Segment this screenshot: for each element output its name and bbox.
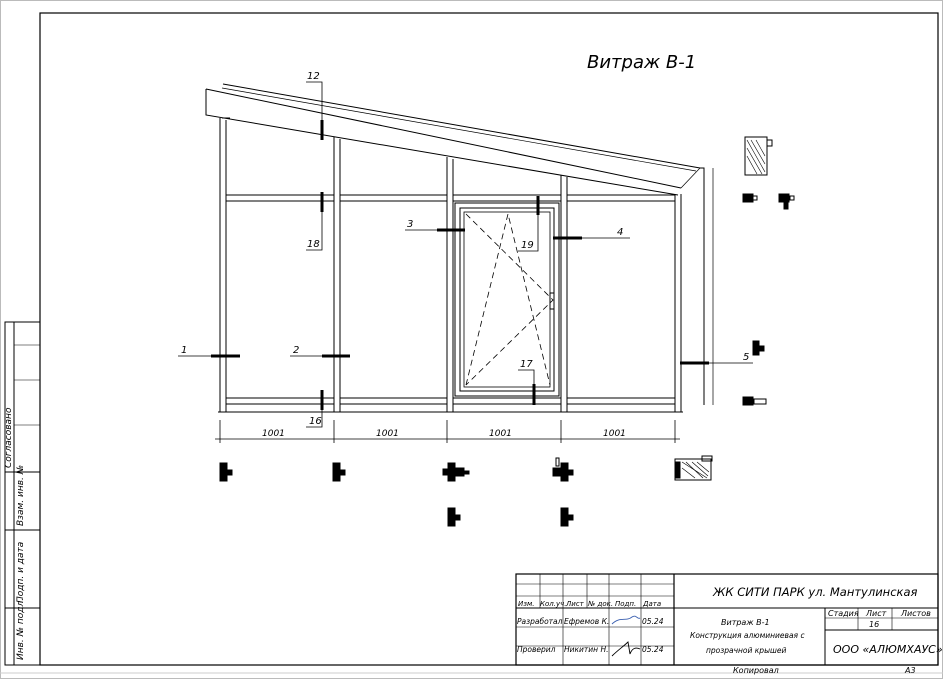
role-developed: Разработал	[517, 617, 563, 626]
sheet-label: Лист	[865, 609, 887, 618]
side-stamp-orig-inv: Инв. № подл.	[16, 598, 26, 660]
date-developed: 05.24	[642, 617, 664, 626]
name-developed: Ефремов К.	[564, 617, 609, 626]
sheet-description: прозрачной крышей	[706, 646, 786, 655]
dimension-label: 1001	[262, 429, 285, 439]
transoms	[218, 194, 683, 413]
dimension-chain	[215, 420, 680, 443]
callout-leaders	[178, 81, 753, 428]
drawing-title: Витраж В-1	[587, 52, 696, 73]
callout-label: 5	[743, 352, 749, 363]
callout-label: 4	[617, 227, 623, 238]
callout-label: 19	[521, 240, 534, 251]
drawing-frame	[39, 12, 939, 666]
profile-sections-bottom	[219, 455, 713, 527]
company-name: ООО «АЛЮМХАУС»	[833, 643, 943, 656]
mullions	[219, 118, 682, 412]
title-block-header: Изм.	[518, 600, 534, 608]
side-stamp-replace-inv: Взам. инв. №	[16, 465, 26, 526]
roof-slope	[205, 83, 714, 405]
callout-label: 3	[407, 219, 413, 230]
dimension-label: 1001	[603, 429, 626, 439]
signature-checked	[611, 641, 641, 657]
copied-label: Копировал	[733, 666, 779, 675]
dimension-label: 1001	[376, 429, 399, 439]
title-block-header: Подп.	[615, 600, 636, 608]
role-checked: Проверил	[517, 645, 556, 654]
stage-label: Стадия	[828, 609, 859, 618]
title-block-header: Кол.уч.	[540, 600, 566, 608]
title-block-header: Дата	[642, 600, 661, 608]
sheet-description: Конструкция алюминиевая с	[690, 631, 805, 640]
side-stamp-sign-date: Подп. и дата	[16, 542, 26, 603]
title-block-header: № док.	[587, 600, 613, 608]
section-markers	[211, 120, 709, 410]
side-stamp: Согласовано Взам. инв. № Подп. и дата Ин…	[4, 321, 41, 666]
callout-label: 18	[307, 239, 320, 250]
date-checked: 05.24	[642, 645, 664, 654]
callout-label: 17	[520, 359, 533, 370]
callout-label: 12	[307, 71, 320, 82]
dimension-label: 1001	[489, 429, 512, 439]
door-sash	[454, 202, 560, 397]
callout-label: 1	[181, 345, 187, 356]
signature-developed	[611, 615, 641, 625]
title-block	[515, 573, 939, 666]
sheets-label: Листов	[900, 609, 931, 618]
format-label: А3	[904, 666, 916, 675]
sheet-title: Витраж В-1	[721, 618, 770, 627]
profile-sections-right	[742, 136, 795, 406]
title-block-header: Лист	[565, 600, 585, 608]
callout-label: 2	[293, 345, 299, 356]
callout-label: 16	[309, 416, 322, 427]
sheet-number: 16	[869, 620, 879, 629]
project-name: ЖК СИТИ ПАРК ул. Мантулинская	[712, 585, 918, 599]
side-stamp-agreed: Согласовано	[4, 407, 14, 468]
name-checked: Никитин Н.	[564, 645, 608, 654]
